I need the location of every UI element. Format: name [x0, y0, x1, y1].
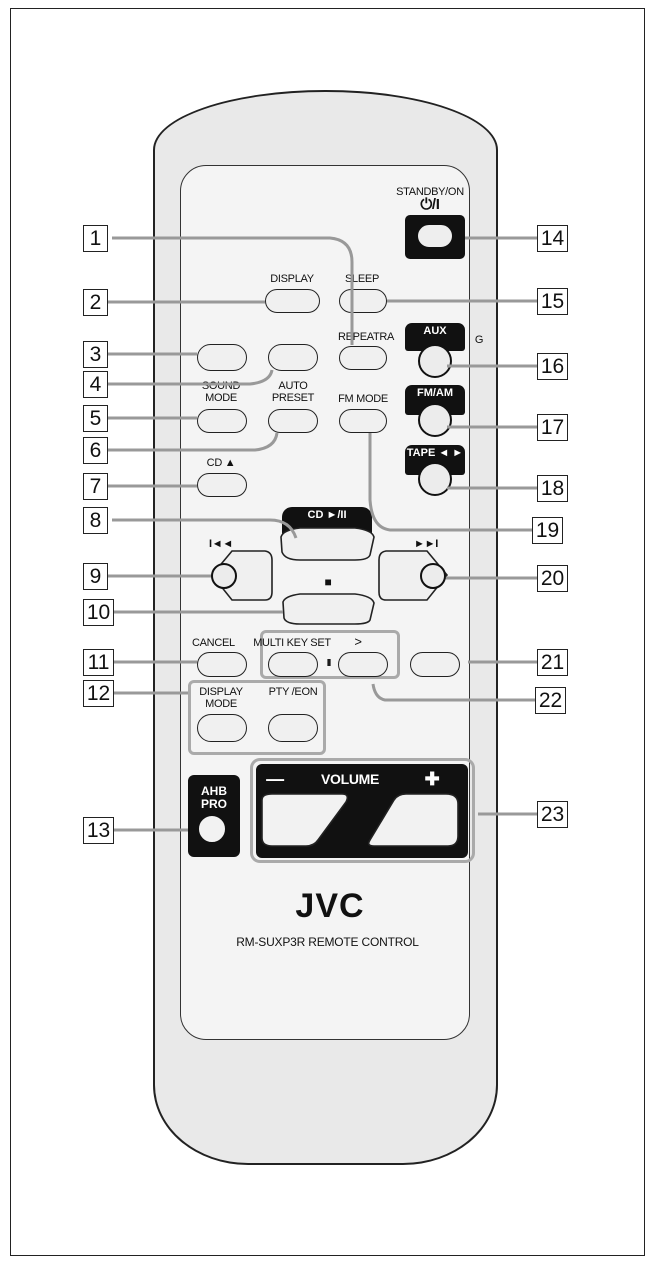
callout-22: 22: [535, 687, 566, 714]
callout-15: 15: [537, 288, 568, 315]
callout-10: 10: [83, 599, 114, 626]
prev-button-dot: [211, 563, 237, 589]
ahb-pro-button[interactable]: [198, 815, 226, 843]
fm-am-button[interactable]: [418, 403, 452, 437]
tape-button[interactable]: [418, 462, 452, 496]
callout-9: 9: [83, 563, 108, 590]
auto-preset-label: AUTO PRESET: [271, 380, 315, 404]
standby-label: STANDBY/ON: [396, 186, 464, 198]
callout-19: 19: [532, 517, 563, 544]
right-label: >: [354, 634, 362, 649]
callout-23: 23: [537, 801, 568, 828]
pty-eon-button[interactable]: [268, 714, 318, 742]
next-label: ►►I: [414, 538, 438, 550]
callout-1: 1: [83, 225, 108, 252]
page-frame: [10, 8, 645, 1256]
sound-mode-label: SOUND MODE: [201, 380, 241, 404]
button-21[interactable]: [410, 652, 460, 677]
display-button[interactable]: [265, 289, 320, 313]
callout-11: 11: [83, 649, 114, 676]
repeat-label: REPEATRA: [338, 331, 395, 343]
callout-2: 2: [83, 289, 108, 316]
callout-18: 18: [537, 475, 568, 502]
model-text: RM-SUXP3R REMOTE CONTROL: [236, 935, 419, 949]
sleep-label: SLEEP: [345, 273, 379, 285]
cd-play-label: CD ►/II: [282, 507, 372, 537]
callout-21: 21: [537, 649, 568, 676]
volume-minus-label: —: [266, 769, 284, 789]
display-label: DISPLAY: [270, 273, 314, 285]
callout-20: 20: [537, 565, 568, 592]
aux-label-tail: G: [474, 334, 484, 346]
prev-label: I◄◄: [209, 538, 233, 550]
callout-13: 13: [83, 817, 114, 844]
fm-mode-label: FM MODE: [338, 393, 388, 405]
cancel-button[interactable]: [197, 652, 247, 677]
sleep-button[interactable]: [339, 289, 387, 313]
stop-label: ■: [324, 575, 332, 589]
multi-key-group: [260, 630, 400, 679]
auto-preset-button[interactable]: [268, 409, 318, 433]
callout-16: 16: [537, 353, 568, 380]
callout-3: 3: [83, 341, 108, 368]
display-mode-label: DISPLAY MODE: [199, 686, 243, 710]
standby-button[interactable]: [417, 224, 453, 248]
volume-plus-label: ✚: [424, 769, 440, 789]
cd-eject-label: CD ▲: [206, 457, 236, 469]
sound-mode-button[interactable]: [197, 409, 247, 433]
callout-4: 4: [83, 371, 108, 398]
callout-14: 14: [537, 225, 568, 252]
button-3[interactable]: [197, 344, 247, 371]
callout-12: 12: [83, 680, 114, 707]
standby-symbol: ⏻/I: [420, 196, 440, 213]
divider-marks: IIII: [326, 658, 331, 669]
cd-eject-button[interactable]: [197, 473, 247, 497]
cancel-label: CANCEL: [192, 637, 235, 649]
volume-group: [250, 758, 475, 863]
callout-7: 7: [83, 473, 108, 500]
next-button-dot: [420, 563, 446, 589]
multi-key-set-label: MULTI KEY SET: [253, 637, 331, 649]
multi-key-set-button[interactable]: [268, 652, 318, 677]
aux-button[interactable]: [418, 344, 452, 378]
brand-logo: JVC: [295, 887, 365, 925]
callout-8: 8: [83, 507, 108, 534]
display-pty-group: [188, 680, 326, 755]
right-button[interactable]: [338, 652, 388, 677]
callout-6: 6: [83, 437, 108, 464]
button-4[interactable]: [268, 344, 318, 371]
display-mode-button[interactable]: [197, 714, 247, 742]
volume-label: VOLUME: [320, 771, 380, 787]
pty-eon-label: PTY /EON: [268, 686, 318, 698]
callout-17: 17: [537, 414, 568, 441]
repeat-button[interactable]: [339, 346, 387, 370]
fm-mode-button[interactable]: [339, 409, 387, 433]
callout-5: 5: [83, 405, 108, 432]
